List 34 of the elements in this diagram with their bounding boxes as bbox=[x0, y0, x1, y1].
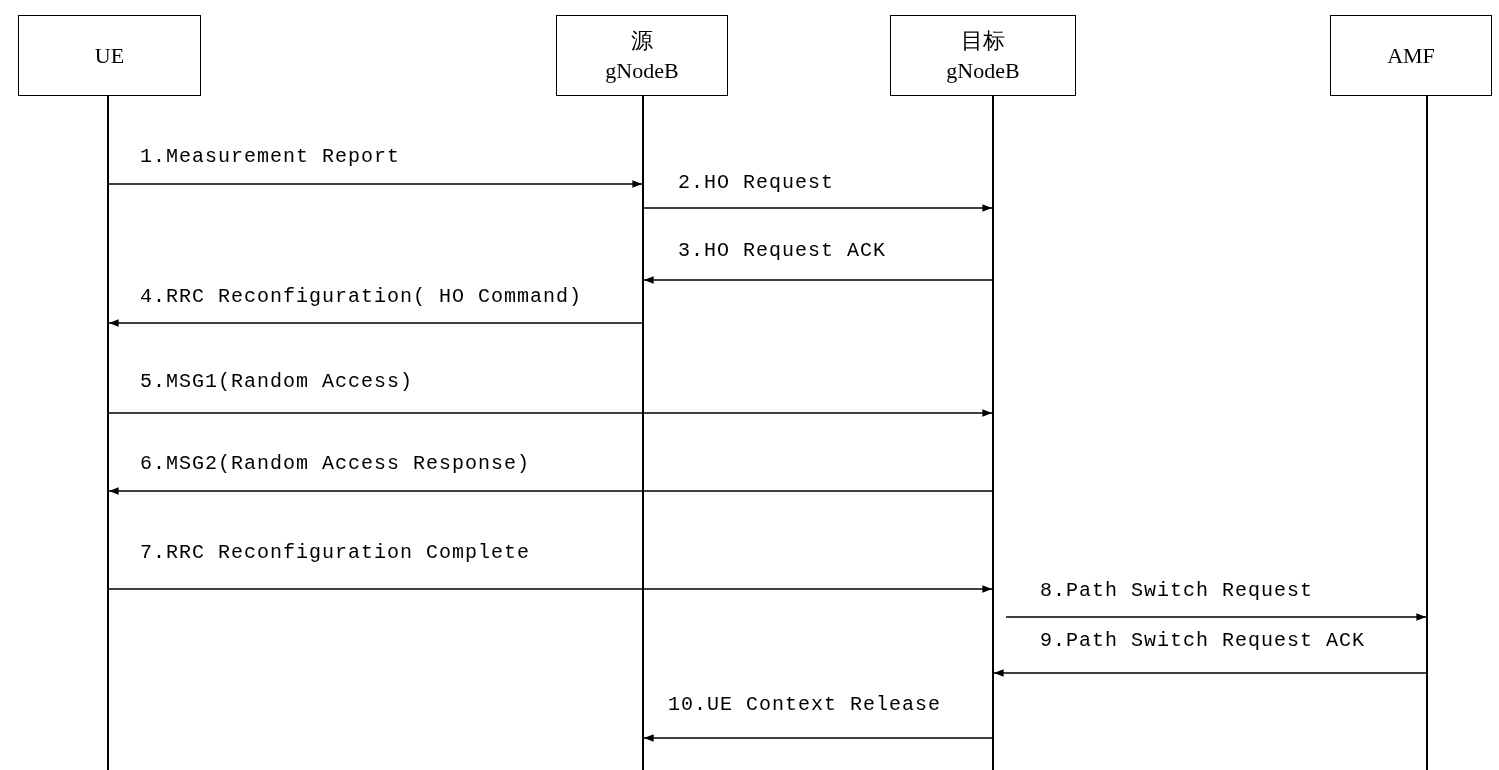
participant-box bbox=[1330, 15, 1492, 96]
participant-name: UE bbox=[94, 41, 125, 70]
message-label: 1.Measurement Report bbox=[140, 145, 401, 169]
message-label: 7.RRC Reconfiguration Complete bbox=[140, 541, 531, 565]
message-arrow bbox=[993, 669, 1427, 677]
message-label: 4.RRC Reconfiguration( HO Command) bbox=[140, 285, 583, 309]
message-arrow bbox=[108, 180, 643, 188]
message-label: 3.HO Request ACK bbox=[678, 239, 887, 263]
participant-name: gNodeB bbox=[605, 56, 679, 85]
message-arrow bbox=[108, 409, 993, 417]
participant-name: gNodeB bbox=[946, 56, 1020, 85]
message-arrow bbox=[643, 734, 993, 742]
participant-box bbox=[18, 15, 201, 96]
message-arrow bbox=[108, 487, 993, 495]
participant-box bbox=[556, 15, 728, 96]
message-arrow bbox=[643, 276, 993, 284]
message-label: 2.HO Request bbox=[678, 171, 835, 195]
participant-name: AMF bbox=[1387, 41, 1435, 70]
message-label: 8.Path Switch Request bbox=[1040, 579, 1314, 603]
message-label: 10.UE Context Release bbox=[668, 693, 942, 717]
message-arrow bbox=[1005, 613, 1427, 621]
participant-box bbox=[890, 15, 1076, 96]
lifeline bbox=[992, 96, 994, 770]
lifeline bbox=[642, 96, 644, 770]
message-label: 5.MSG1(Random Access) bbox=[140, 370, 414, 394]
message-label: 9.Path Switch Request ACK bbox=[1040, 629, 1366, 653]
message-arrow bbox=[108, 319, 643, 327]
participant-heading: 目标 bbox=[961, 26, 1005, 55]
message-arrow bbox=[108, 585, 993, 593]
message-label: 6.MSG2(Random Access Response) bbox=[140, 452, 531, 476]
lifeline bbox=[107, 96, 109, 770]
participant-heading: 源 bbox=[631, 26, 653, 55]
message-arrow bbox=[643, 204, 993, 212]
lifeline bbox=[1426, 96, 1428, 770]
